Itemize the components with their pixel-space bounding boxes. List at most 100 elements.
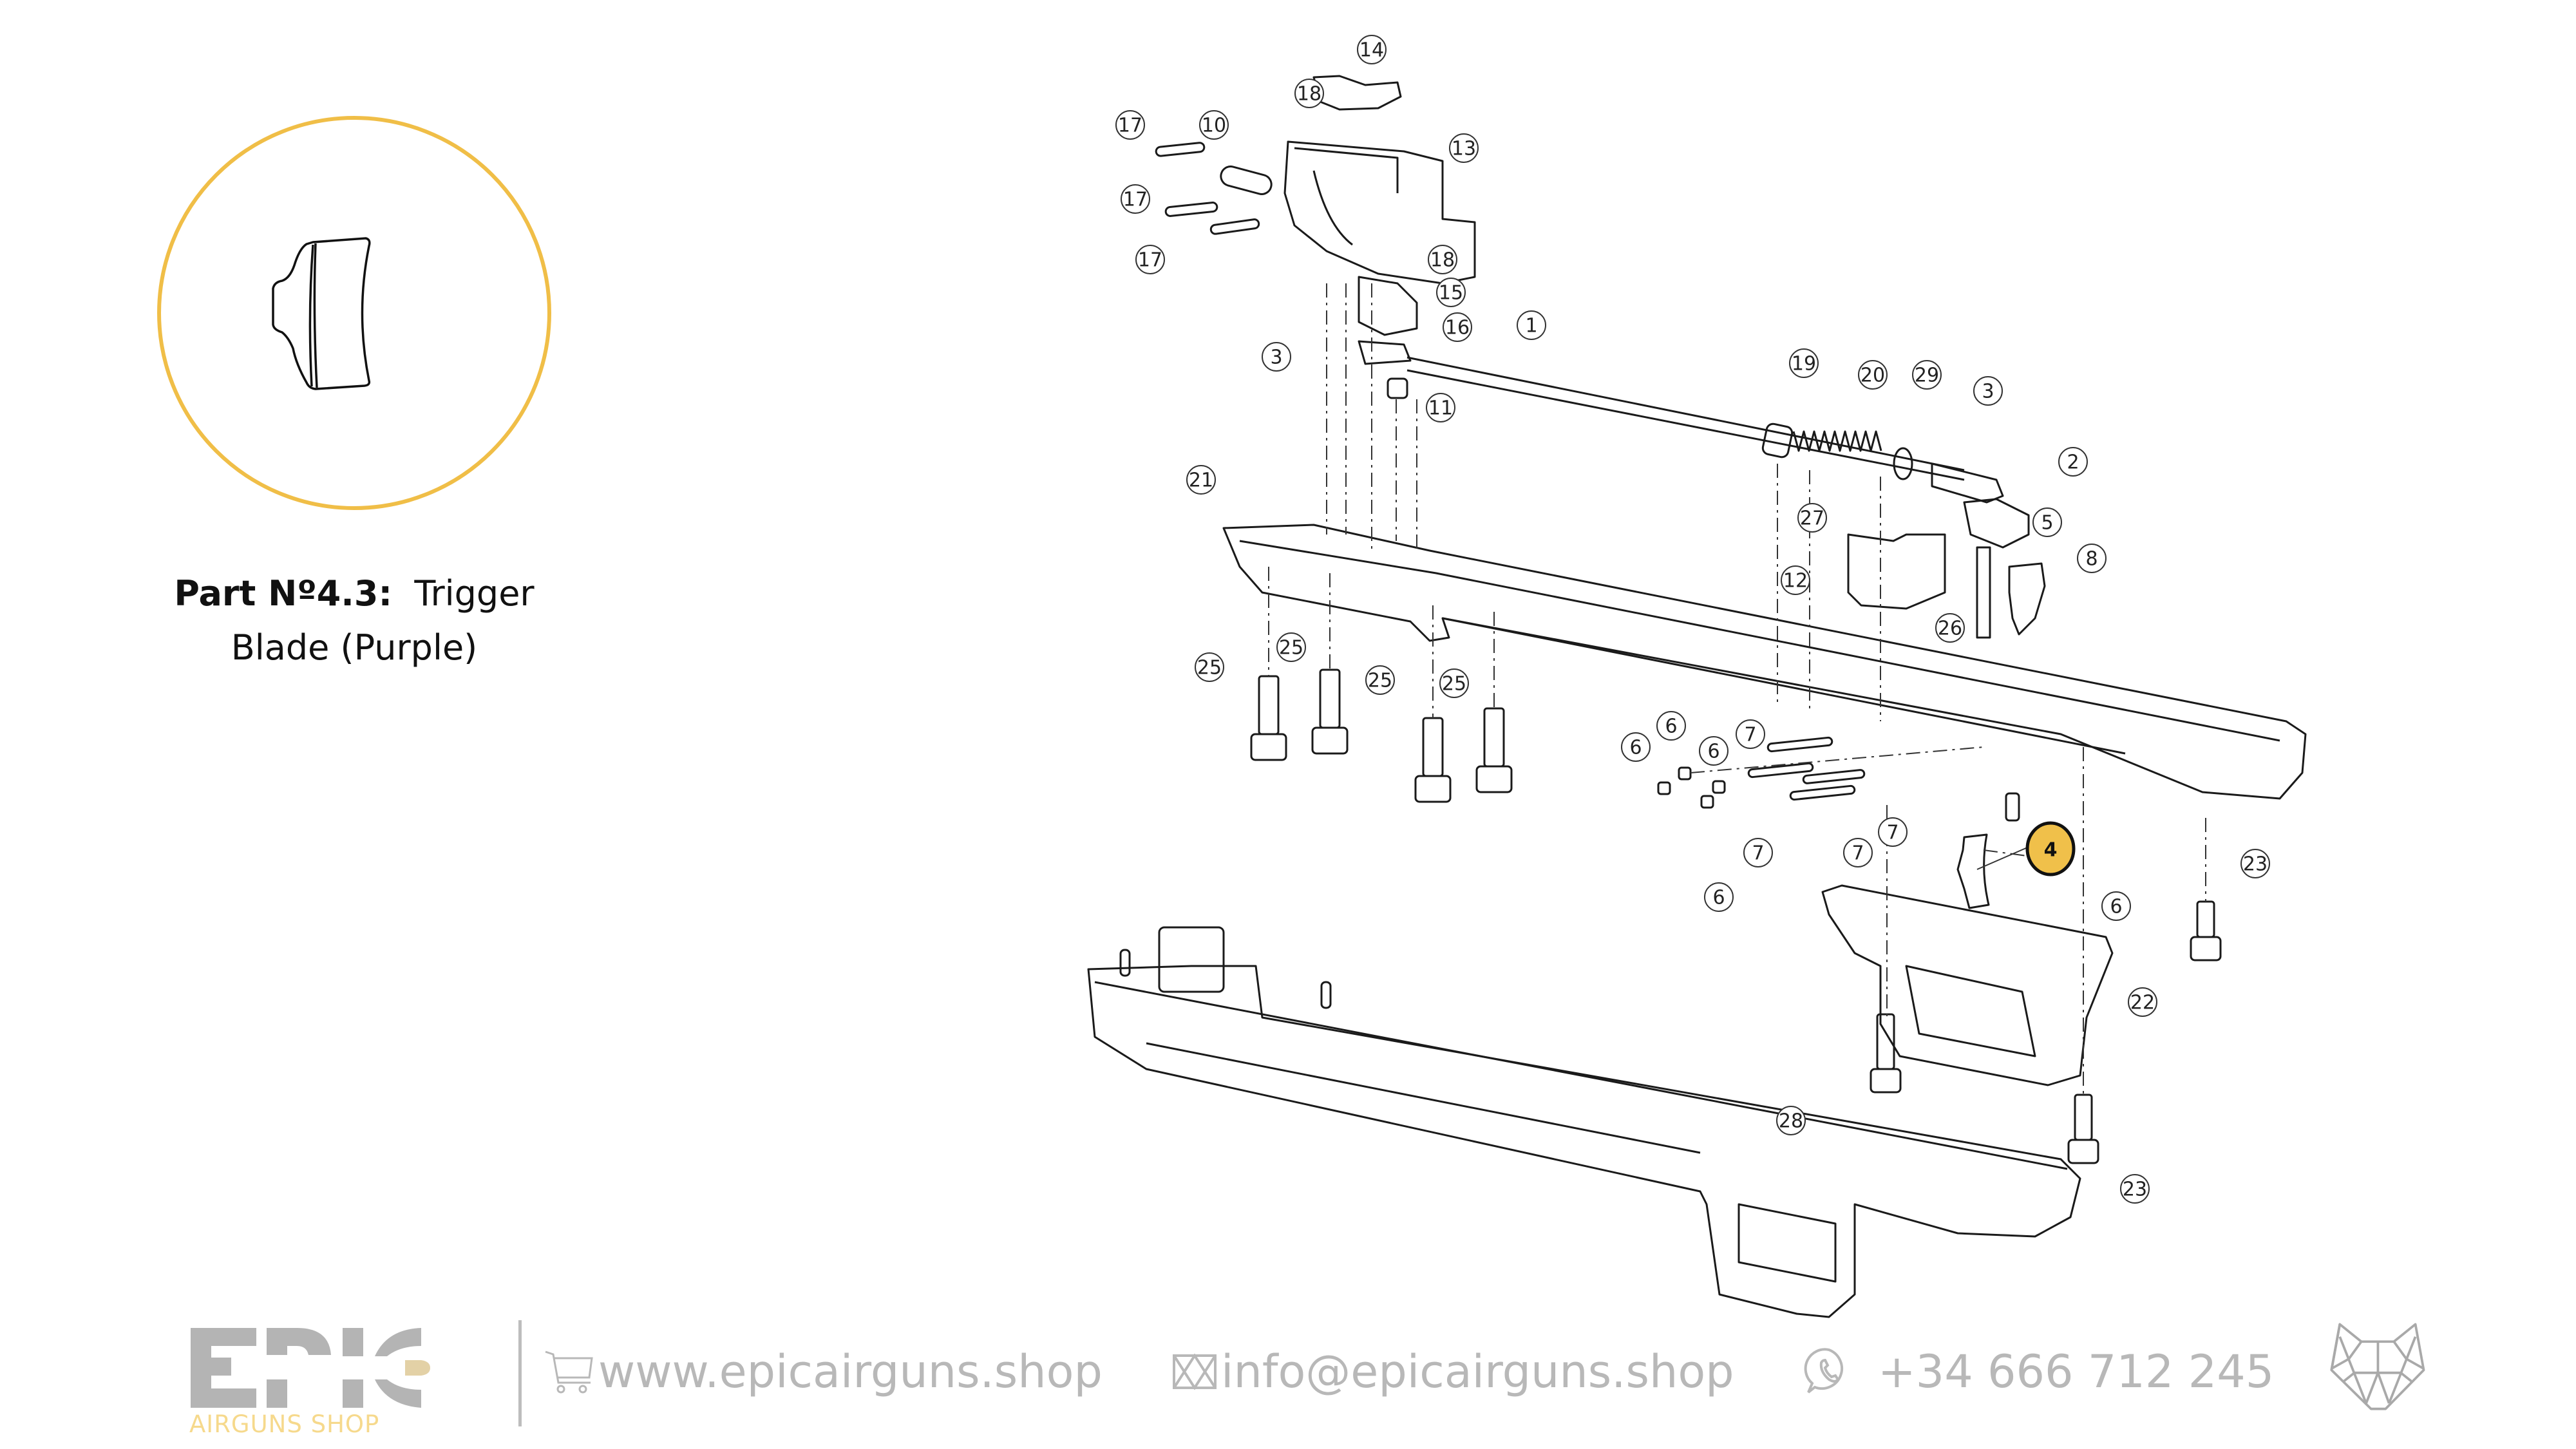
callout-circle: [1199, 110, 1229, 140]
callout-circle: [1186, 465, 1216, 495]
assembly-lines: [1268, 283, 2206, 1095]
callout-number: 17: [1118, 115, 1142, 137]
epic-logo: [191, 1328, 430, 1408]
callout-25[interactable]: 25: [1195, 652, 1224, 682]
footer-divider: [518, 1320, 522, 1426]
callout-circle: [1449, 133, 1479, 163]
callout-circle: [1736, 719, 1765, 749]
callout-circle: [2128, 987, 2157, 1017]
callout-number: 18: [1297, 83, 1321, 106]
callout-circle: [1781, 565, 1810, 595]
callout-5[interactable]: 5: [2032, 507, 2062, 537]
callout-circle: [2032, 507, 2062, 537]
callout-6[interactable]: 6: [1621, 732, 1651, 762]
callout-number: 13: [1452, 138, 1476, 160]
callout-number: 3: [1982, 381, 1994, 403]
callout-number: 28: [1779, 1110, 1803, 1133]
callout-25[interactable]: 25: [1276, 632, 1306, 662]
callout-19[interactable]: 19: [1789, 348, 1819, 378]
part-name-line2: Blade (Purple): [231, 627, 478, 668]
callout-8[interactable]: 8: [2077, 544, 2107, 573]
callout-21[interactable]: 21: [1186, 465, 1216, 495]
callout-number: 17: [1138, 249, 1162, 272]
callout-14[interactable]: 14: [1357, 35, 1387, 64]
callout-7[interactable]: 7: [1743, 838, 1773, 867]
envelope-icon: [1173, 1354, 1217, 1390]
callout-number: 17: [1123, 189, 1148, 211]
callout-6[interactable]: 6: [1699, 736, 1728, 766]
callout-6[interactable]: 6: [1704, 882, 1734, 912]
callout-7[interactable]: 7: [1843, 838, 1873, 867]
callout-number: 14: [1359, 39, 1384, 62]
callout-number: 2: [2067, 451, 2079, 474]
callout-circle: [1365, 665, 1395, 695]
callout-6[interactable]: 6: [1656, 711, 1686, 741]
callout-13[interactable]: 13: [1449, 133, 1479, 163]
callout-number: 6: [1629, 737, 1642, 759]
callout-12[interactable]: 12: [1781, 565, 1810, 595]
callout-number: 21: [1189, 469, 1213, 492]
callout-3[interactable]: 3: [1973, 376, 2003, 406]
callout-1[interactable]: 1: [1517, 310, 1546, 340]
part-caption: Part Nº4.3: Trigger Blade (Purple): [116, 567, 592, 675]
callout-number: 23: [2123, 1179, 2147, 1201]
callout-25[interactable]: 25: [1365, 665, 1395, 695]
logo-subtitle: AIRGUNS SHOP: [189, 1410, 380, 1438]
callout-circle: [1797, 503, 1827, 533]
callout-circle: [1439, 668, 1469, 698]
callout-6[interactable]: 6: [2101, 891, 2131, 921]
callout-number: 7: [1752, 842, 1764, 865]
callout-20[interactable]: 20: [1858, 360, 1888, 390]
callout-circle: [1426, 393, 1455, 422]
callout-number: 1: [1525, 315, 1537, 337]
callout-circle: [1121, 184, 1150, 214]
callout-7[interactable]: 7: [1878, 817, 1908, 847]
callout-17[interactable]: 17: [1135, 245, 1165, 274]
callout-circle: [1428, 245, 1457, 274]
callout-number: 16: [1445, 317, 1470, 339]
callout-circle: [1621, 732, 1651, 762]
email-text[interactable]: info@epicairguns.shop: [1221, 1345, 1734, 1398]
callout-28[interactable]: 28: [1776, 1106, 1806, 1135]
callout-7[interactable]: 7: [1736, 719, 1765, 749]
callout-22[interactable]: 22: [2128, 987, 2157, 1017]
callout-number: 10: [1202, 115, 1226, 137]
callout-16[interactable]: 16: [1443, 312, 1472, 342]
phone-text[interactable]: +34 666 712 245: [1878, 1345, 2275, 1398]
callout-circle: [2077, 544, 2107, 573]
email-link[interactable]: info@epicairguns.shop: [1172, 1343, 1734, 1401]
callout-17[interactable]: 17: [1115, 110, 1145, 140]
callout-3[interactable]: 3: [1262, 342, 1291, 372]
callout-23[interactable]: 23: [2240, 849, 2270, 878]
phone-link[interactable]: +34 666 712 245: [1803, 1343, 2274, 1401]
callout-circle: [1656, 711, 1686, 741]
callout-circle: [1135, 245, 1165, 274]
callout-25[interactable]: 25: [1439, 668, 1469, 698]
website-text[interactable]: www.epicairguns.shop: [598, 1345, 1103, 1398]
callout-15[interactable]: 15: [1436, 278, 1466, 307]
callout-2[interactable]: 2: [2058, 447, 2088, 477]
website-link[interactable]: www.epicairguns.shop: [544, 1343, 1103, 1401]
highlighted-callout-4[interactable]: 4: [1976, 821, 2076, 876]
callout-26[interactable]: 26: [1935, 613, 1965, 643]
callout-10[interactable]: 10: [1199, 110, 1229, 140]
part-name-line1: Trigger: [414, 573, 535, 614]
callout-number: 7: [1886, 822, 1899, 844]
callout-27[interactable]: 27: [1797, 503, 1827, 533]
callout-18[interactable]: 18: [1294, 79, 1324, 108]
callout-number: 25: [1442, 673, 1466, 696]
callout-17[interactable]: 17: [1121, 184, 1150, 214]
callout-number: 6: [1712, 887, 1725, 909]
callout-23[interactable]: 23: [2120, 1174, 2150, 1204]
callout-number: 12: [1783, 570, 1808, 592]
callout-18[interactable]: 18: [1428, 245, 1457, 274]
callout-circle: [2101, 891, 2131, 921]
callout-29[interactable]: 29: [1912, 360, 1942, 390]
callout-circle: [1704, 882, 1734, 912]
callout-circle: [1843, 838, 1873, 867]
callout-number: 7: [1744, 724, 1756, 746]
callout-circle: [2120, 1174, 2150, 1204]
callout-circle: [2240, 849, 2270, 878]
callout-11[interactable]: 11: [1426, 393, 1455, 422]
